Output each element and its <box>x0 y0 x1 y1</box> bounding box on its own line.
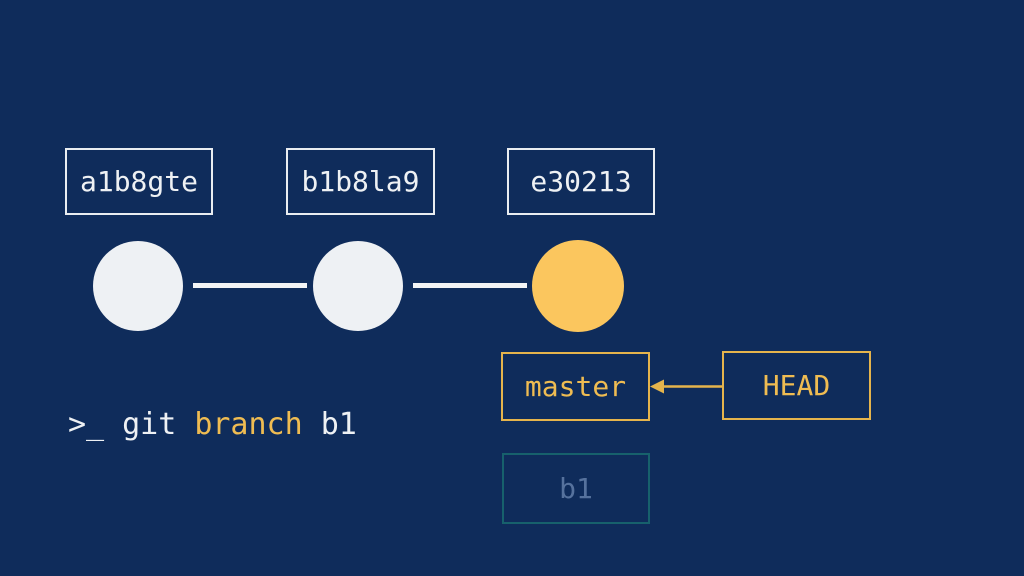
b1-branch-label: b1 <box>559 472 593 505</box>
b1-branch-box: b1 <box>502 453 650 524</box>
commit-node <box>313 241 403 331</box>
terminal-command: >_ git branch b1 <box>68 407 357 442</box>
terminal-prompt-icon: >_ <box>68 407 105 442</box>
commit-edge <box>413 283 527 288</box>
head-to-master-arrow <box>650 379 722 394</box>
commit-edge <box>193 283 307 288</box>
head-box: HEAD <box>722 351 871 420</box>
commit-node-highlighted <box>532 240 624 332</box>
master-branch-box: master <box>501 352 650 421</box>
head-label: HEAD <box>762 369 831 402</box>
commit-node <box>93 241 183 331</box>
terminal-word-git: git <box>122 407 177 442</box>
terminal-word-branch: branch <box>194 407 303 442</box>
commit-hash-box: a1b8gte <box>65 148 213 215</box>
commit-hash-label: e30213 <box>530 165 632 198</box>
commit-hash-label: a1b8gte <box>79 165 198 198</box>
commit-hash-box: b1b8la9 <box>286 148 435 215</box>
commit-hash-label: b1b8la9 <box>301 165 420 198</box>
master-branch-label: master <box>524 370 627 403</box>
commit-hash-box: e30213 <box>507 148 655 215</box>
terminal-word-b1: b1 <box>320 407 357 442</box>
